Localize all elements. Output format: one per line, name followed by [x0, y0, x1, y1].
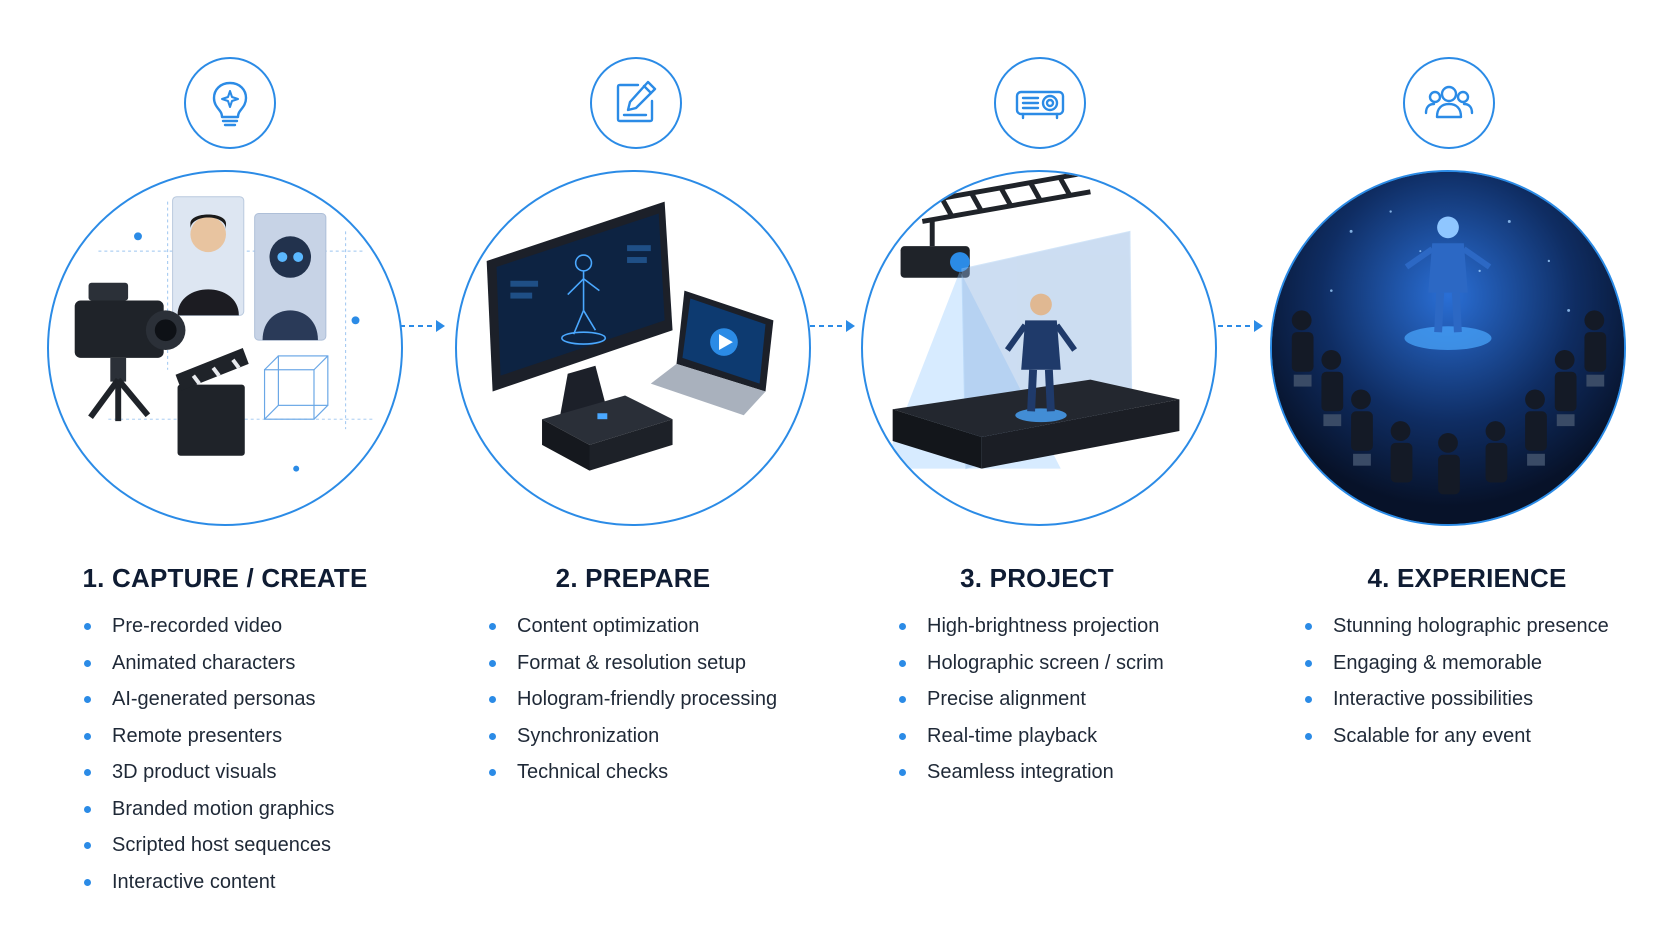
list-item: Synchronization — [487, 724, 777, 761]
flow-arrow-1 — [398, 316, 448, 336]
list-item: Precise alignment — [897, 687, 1164, 724]
step-1-list: Pre-recorded video Animated characters A… — [82, 614, 334, 906]
list-item: Real-time playback — [897, 724, 1164, 761]
list-item: 3D product visuals — [82, 760, 334, 797]
projector-icon — [1015, 90, 1065, 120]
list-item: Remote presenters — [82, 724, 334, 761]
step-1-title: 1. CAPTURE / CREATE — [82, 563, 368, 593]
list-item: Content optimization — [487, 614, 777, 651]
list-item: Engaging & memorable — [1303, 651, 1609, 688]
step-2-title: 2. PREPARE — [555, 563, 711, 593]
list-item: Branded motion graphics — [82, 797, 334, 834]
step-4-list: Stunning holographic presence Engaging &… — [1303, 614, 1609, 760]
list-item: Hologram-friendly processing — [487, 687, 777, 724]
list-item: Scalable for any event — [1303, 724, 1609, 761]
list-item: Pre-recorded video — [82, 614, 334, 651]
list-item: Interactive possibilities — [1303, 687, 1609, 724]
step-2-list: Content optimization Format & resolution… — [487, 614, 777, 797]
step-1-icon-badge — [184, 57, 276, 149]
lightbulb-icon — [212, 81, 248, 127]
list-item: Scripted host sequences — [82, 833, 334, 870]
project-scene-illustration — [861, 170, 1217, 526]
step-4-title: 4. EXPERIENCE — [1367, 563, 1567, 593]
step-2-icon-badge — [590, 57, 682, 149]
step-3-icon-badge — [994, 57, 1086, 149]
flow-arrow-3 — [1216, 316, 1266, 336]
list-item: Stunning holographic presence — [1303, 614, 1609, 651]
step-3-title: 3. PROJECT — [960, 563, 1114, 593]
flow-arrow-2 — [808, 316, 858, 336]
capture-scene-illustration — [47, 170, 403, 526]
prepare-scene-illustration — [455, 170, 811, 526]
audience-icon — [1424, 85, 1474, 119]
list-item: AI-generated personas — [82, 687, 334, 724]
list-item: Holographic screen / scrim — [897, 651, 1164, 688]
experience-scene-illustration — [1270, 170, 1626, 526]
list-item: Interactive content — [82, 870, 334, 907]
list-item: Format & resolution setup — [487, 651, 777, 688]
step-4-icon-badge — [1403, 57, 1495, 149]
step-3-list: High-brightness projection Holographic s… — [897, 614, 1164, 797]
list-item: High-brightness projection — [897, 614, 1164, 651]
list-item: Animated characters — [82, 651, 334, 688]
list-item: Seamless integration — [897, 760, 1164, 797]
list-item: Technical checks — [487, 760, 777, 797]
edit-icon — [616, 80, 657, 123]
